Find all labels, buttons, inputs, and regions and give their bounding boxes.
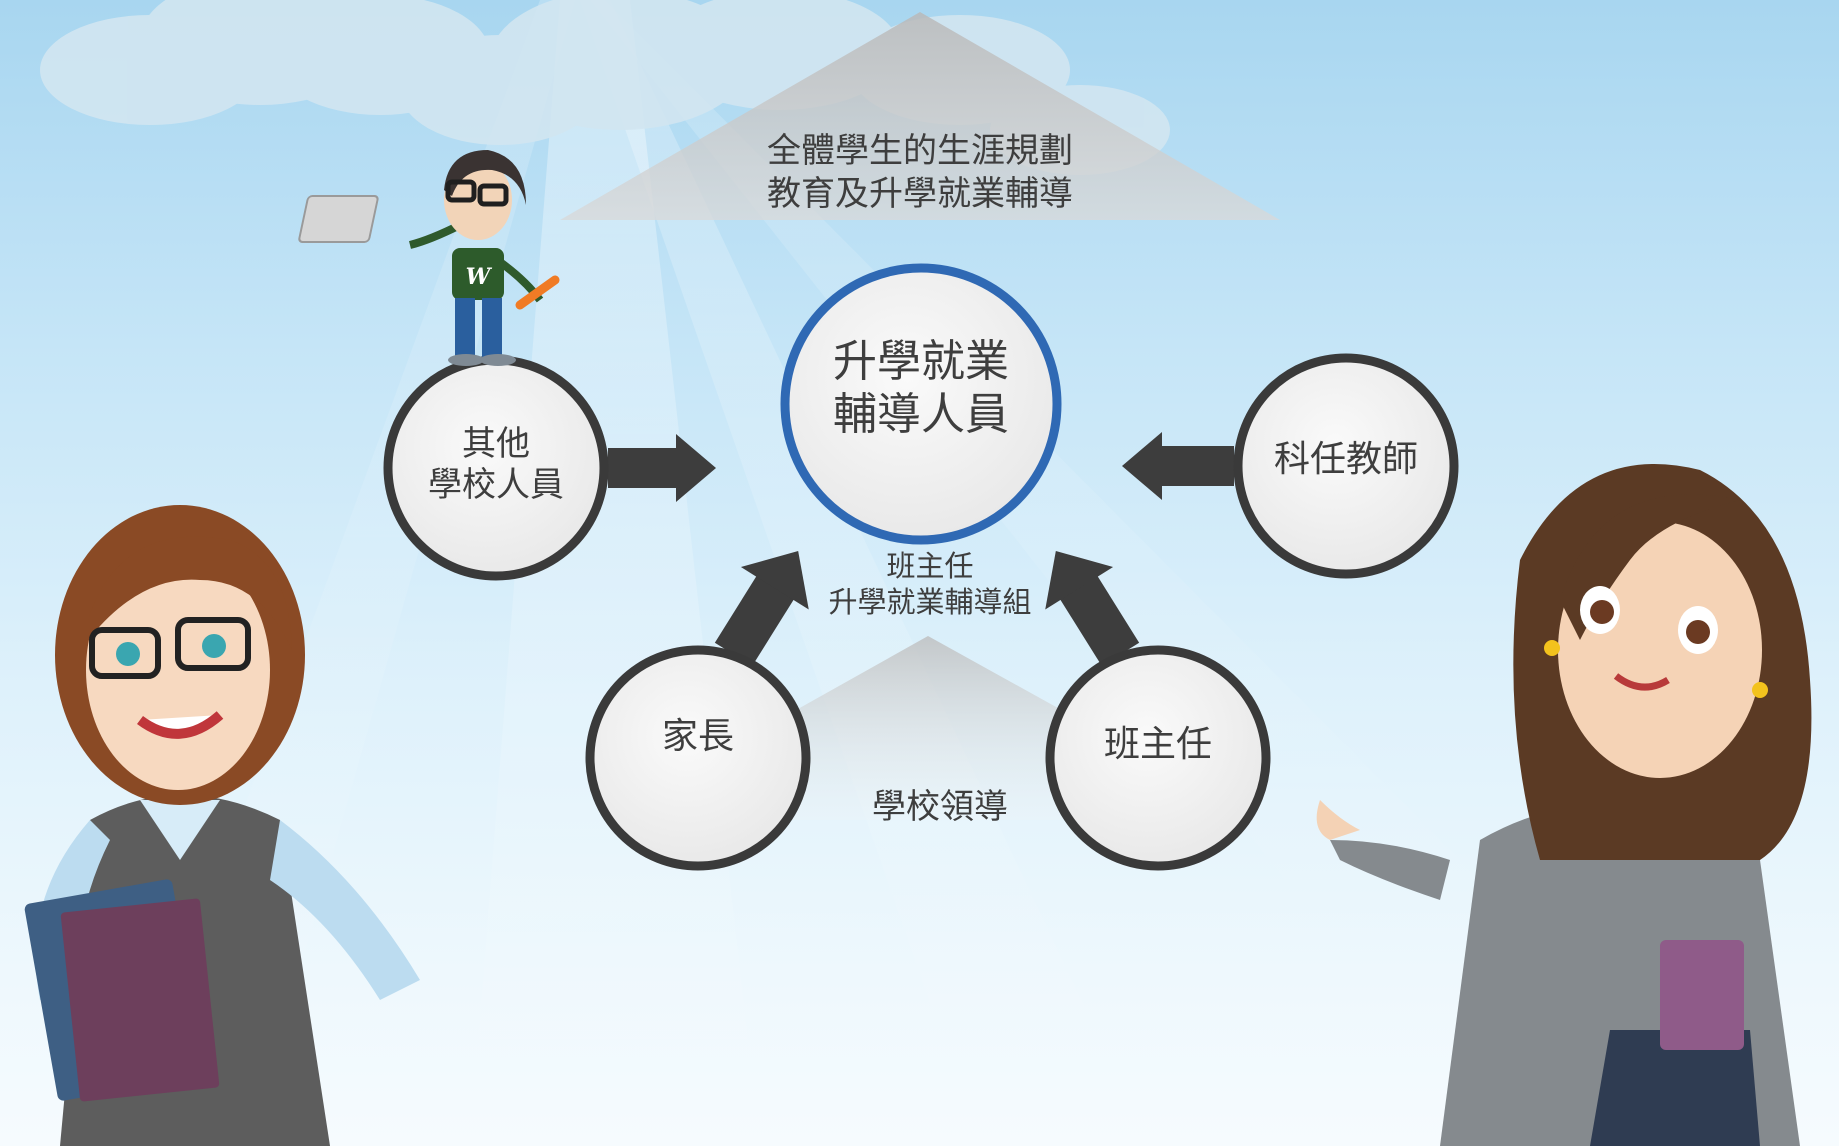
teacher-left-figure [24, 505, 420, 1146]
leadership-label: 學校領導 [872, 787, 1008, 827]
arrow-class-teacher-to-center [1045, 550, 1140, 667]
teacher-right-figure [1316, 464, 1812, 1146]
node-subject-teacher-label: 科任教師 [1273, 439, 1418, 480]
center-caption: 班主任 升學就業輔導組 [828, 549, 1032, 620]
student-figure: W [298, 150, 560, 366]
node-parents-label: 家長 [661, 716, 734, 757]
node-class-teacher [1045, 645, 1271, 871]
arrow-subject-teacher-to-center [1122, 432, 1234, 500]
arrow-parents-to-center [714, 550, 809, 667]
node-other-staff-label: 其他 學校人員 [428, 424, 564, 505]
arrow-other-staff-to-center [608, 434, 716, 502]
center-node-label: 升學就業 輔導人員 [833, 336, 1009, 440]
shirt-logo-text: W [466, 264, 493, 290]
node-subject-teacher [1233, 353, 1459, 579]
node-parents [585, 645, 811, 871]
center-node [780, 263, 1062, 545]
node-class-teacher-label: 班主任 [1103, 724, 1212, 765]
goal-text: 全體學生的生涯規劃 教育及升學就業輔導 [767, 131, 1073, 214]
arrows [608, 432, 1234, 667]
goal-triangle [560, 12, 1280, 220]
